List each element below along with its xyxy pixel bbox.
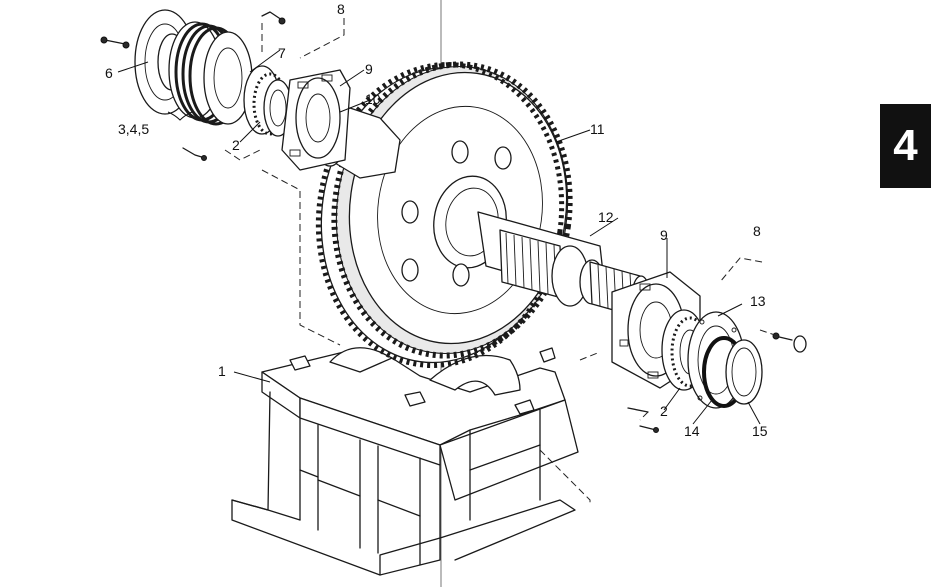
callout-10: 10	[365, 91, 381, 107]
callout-6: 6	[105, 65, 113, 81]
left-bearing	[243, 65, 293, 137]
callout-2-left: 2	[232, 137, 240, 153]
left-bearing-carrier	[281, 69, 351, 171]
gear-housing-base	[231, 347, 579, 576]
section-tab-label: 4	[893, 121, 918, 170]
callout-8-right: 8	[753, 223, 761, 239]
callout-1: 1	[218, 363, 226, 379]
callout-15: 15	[752, 423, 768, 439]
callout-14: 14	[684, 423, 700, 439]
left-seal-stack	[168, 21, 253, 126]
left-fittings	[100, 11, 286, 161]
callout-7: 7	[278, 45, 286, 61]
callout-labels: 8 7 6 9 10 2 3,4,5 11 12 9 8 13 1 2 14 1…	[105, 1, 768, 439]
callout-9-left: 9	[365, 61, 373, 77]
callout-9-right: 9	[660, 227, 668, 243]
assembly-dashed-lines	[224, 18, 779, 505]
right-retainer-ring	[725, 339, 763, 405]
callout-11: 11	[590, 121, 605, 137]
callout-13: 13	[750, 293, 766, 309]
callout-3-4-5: 3,4,5	[118, 121, 149, 137]
section-tab: 4	[880, 104, 931, 188]
callout-leaders	[117, 49, 761, 425]
callout-8-top: 8	[337, 1, 345, 17]
callout-2-right: 2	[660, 403, 668, 419]
callout-12: 12	[598, 209, 614, 225]
